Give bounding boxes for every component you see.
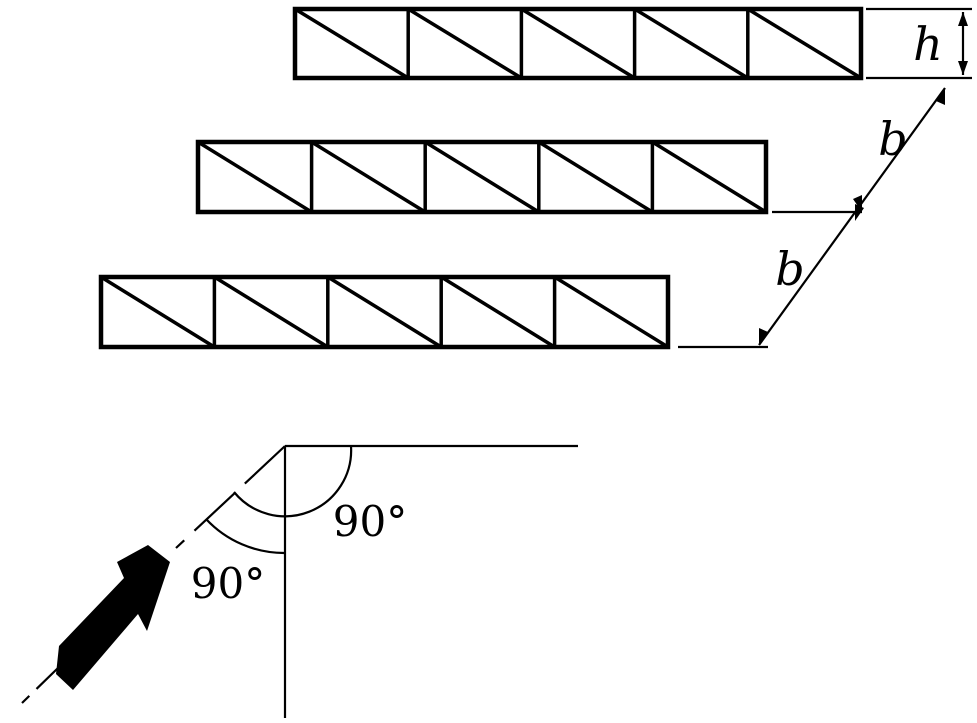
arrowhead-icon	[855, 204, 864, 221]
inlet-direction-line	[175, 445, 286, 549]
angle-arc-lower	[205, 518, 286, 555]
blade-diagonal	[407, 7, 523, 80]
blade-rows	[98, 6, 864, 350]
arrowhead-icon	[936, 88, 945, 105]
blade-row	[98, 274, 671, 350]
blade-diagonal	[520, 7, 636, 80]
blade-diagonal	[326, 275, 443, 349]
angle-label-upper: 90°	[333, 497, 407, 546]
inlet-direction-line-tail	[21, 667, 59, 704]
blade-diagonal	[197, 140, 313, 214]
label-h: h	[913, 17, 943, 71]
angle-label-lower: 90°	[191, 559, 265, 608]
row-outline	[195, 139, 769, 215]
blade-diagonal	[310, 140, 427, 214]
arrowhead-up-icon	[958, 12, 968, 26]
label-b-lower: b	[775, 242, 804, 296]
blade-row	[292, 6, 864, 81]
blade-diagonal	[424, 140, 540, 214]
arrowhead-down-icon	[958, 61, 968, 75]
angle-arc-upper	[233, 445, 353, 518]
row-outline	[98, 274, 671, 350]
blade-diagonal	[100, 275, 216, 349]
label-b-upper: b	[878, 112, 907, 166]
flow-arrow-icon	[56, 545, 170, 690]
blade-row	[195, 139, 769, 215]
dimension-h: h	[866, 7, 972, 80]
dimension-line-b	[758, 87, 946, 346]
blade-diagonal	[440, 275, 556, 349]
angle-construction: 90° 90°	[21, 444, 578, 718]
blade-diagonal	[537, 140, 654, 214]
dimension-b: b b	[678, 87, 946, 349]
blade-diagonal	[213, 275, 329, 349]
blade-diagonal	[651, 140, 767, 214]
blade-diagonal	[553, 275, 669, 349]
blade-diagonal	[633, 7, 749, 80]
row-outline	[292, 6, 864, 81]
arrowhead-icon	[759, 328, 768, 345]
blade-diagonal	[294, 7, 410, 80]
blade-diagonal	[746, 7, 862, 80]
